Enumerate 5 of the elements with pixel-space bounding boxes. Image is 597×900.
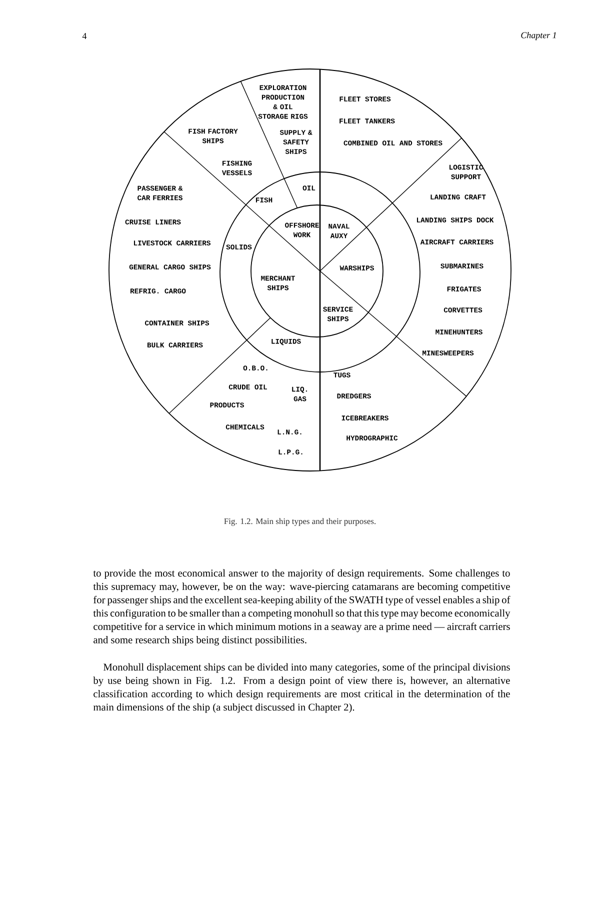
figure-caption: Fig. 1.2. Main ship types and their purposes. [224,518,376,526]
running-head: Chapter 1 [521,32,556,40]
page-number: 4 [82,33,87,39]
body-paragraph: to provide the most economical answer to the majority of design requirements. Some challenges to this supremacy may, however, be on the way: wave-piercing catamarans are becoming competitive for passenger ships and the excellent sea-keeping ability of the SWATH type of vessel enables a ship of this configuration to be smaller than a competing monohull so that this type may become economically competitive for a service in which minimum motions in a seaway are a prime need — aircraft carriers and some research ships being distinct possibilities. [93,569,510,646]
body-paragraph: Monohull displacement ships can be divided into many categories, some of the principal divisions by use being shown in Fig. 1.2. From a design point of view there is, however, an alternative classification according to which design requirements are most critical in the determination of the main dimensions of the ship (a subject discussed in Chapter 2). [93,663,510,713]
